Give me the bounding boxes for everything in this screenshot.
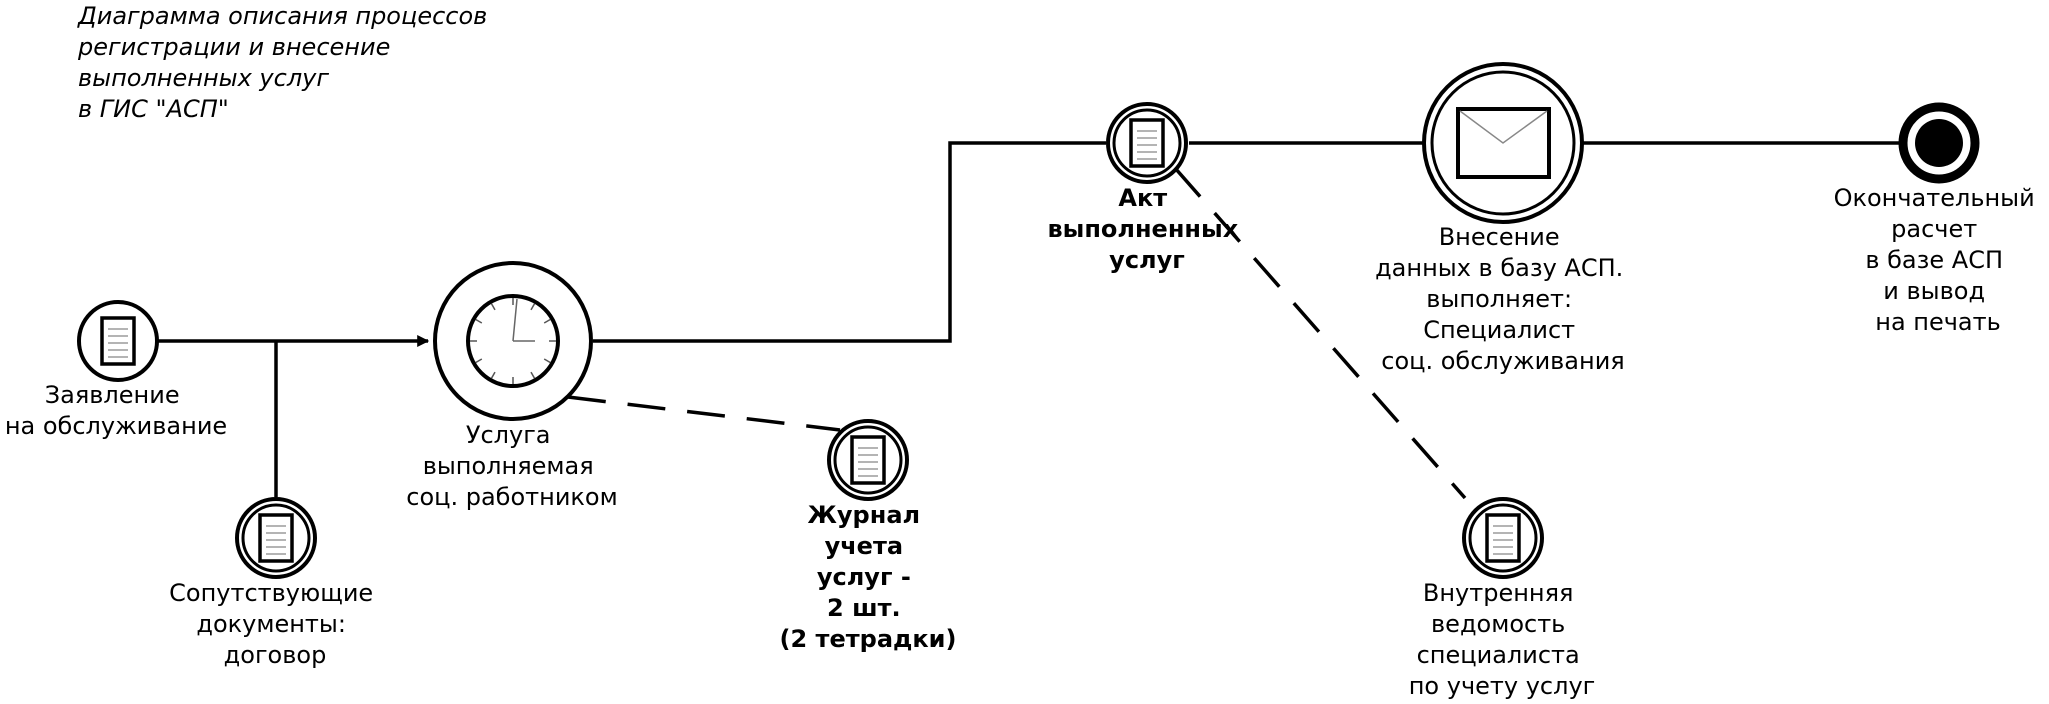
document-icon: [258, 513, 294, 563]
clock-tick: [475, 318, 483, 324]
journal-label: Журнал учета услуг - 2 шт. (2 тетрадки): [780, 501, 957, 653]
association-service-journal: [567, 395, 841, 432]
clock-tick: [543, 358, 551, 364]
envelope-icon: [1456, 107, 1551, 179]
clock-tick: [475, 358, 483, 364]
act-label: Акт выполненных услуг: [1047, 184, 1246, 274]
document-icon: [1129, 118, 1165, 168]
application-event[interactable]: [77, 300, 159, 382]
docs-label: Сопутствующие документы: договор: [169, 579, 381, 669]
service-label: Услуга выполняемая соц. работником: [406, 421, 617, 511]
end-event-icon: [1915, 119, 1963, 167]
docs-event[interactable]: [235, 497, 317, 579]
statement-label: Внутренняя ведомость специалиста по учет…: [1409, 579, 1596, 700]
final-end-event[interactable]: [1898, 102, 1980, 184]
data-entry-label: Внесение данных в базу АСП. выполняет: С…: [1375, 223, 1631, 375]
document-icon: [100, 316, 136, 366]
act-event[interactable]: [1106, 102, 1188, 184]
document-icon: [1485, 513, 1521, 563]
final-label: Окончательный расчет в базе АСП и вывод …: [1834, 184, 2043, 336]
journal-event[interactable]: [827, 419, 909, 501]
clock-icon: [466, 294, 560, 388]
statement-event[interactable]: [1462, 497, 1544, 579]
flow-service-to-act: [593, 141, 1106, 343]
associations: [567, 166, 1467, 500]
data-entry-event[interactable]: [1422, 62, 1584, 224]
diagram-title: Диаграмма описания процессов регистрации…: [77, 2, 495, 123]
clock-tick: [530, 371, 536, 379]
clock-tick: [490, 371, 496, 379]
sequence-flows: [158, 141, 1902, 497]
clock-tick: [530, 303, 536, 311]
document-icon: [850, 435, 886, 485]
clock-tick: [543, 318, 551, 324]
association-act-statement: [1173, 166, 1467, 500]
application-label: Заявление на обслуживание: [5, 381, 227, 440]
clock-tick: [490, 303, 496, 311]
service-timer-event[interactable]: [433, 261, 593, 421]
